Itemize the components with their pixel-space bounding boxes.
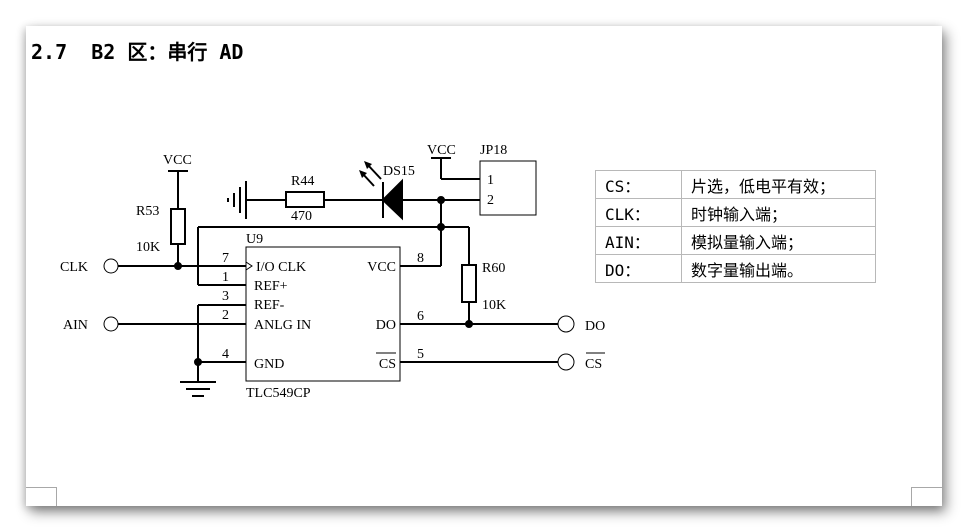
pin-name: REF-: [254, 298, 285, 313]
chip-part-number: TLC549CP: [246, 386, 311, 401]
pin-number: 1: [222, 270, 229, 285]
pin-name: REF+: [254, 279, 288, 294]
jp18-pin2: 2: [487, 193, 494, 208]
port-clk-label: CLK: [60, 260, 88, 275]
table-row: AIN： 模拟量输入端；: [595, 226, 876, 255]
signal-cell: DO：: [595, 254, 682, 283]
pin-name: ANLG IN: [254, 318, 311, 333]
clock-input-marker: [245, 261, 253, 271]
r53-value: 10K: [136, 240, 160, 255]
vcc-label-left: VCC: [163, 153, 192, 168]
signal-cell: CLK：: [595, 198, 682, 227]
chip-designator: U9: [246, 232, 263, 247]
resistor-r60: [461, 264, 477, 303]
description-cell: 片选，低电平有效；: [681, 170, 876, 199]
pin-number: 3: [222, 289, 229, 304]
table-row: CLK： 时钟输入端；: [595, 198, 876, 227]
port-cs: [557, 353, 575, 371]
signal-cell: CS：: [595, 170, 682, 199]
ground-symbol: [180, 381, 216, 397]
pin-number: 7: [222, 251, 229, 266]
pin-name: VCC: [367, 260, 396, 275]
signal-cell: AIN：: [595, 226, 682, 255]
junction-dot: [465, 320, 473, 328]
vcc-symbol-left: [168, 170, 188, 209]
pin-number: 5: [417, 347, 424, 362]
pin-description-table: CS： 片选，低电平有效； CLK： 时钟输入端； AIN： 模拟量输入端； D…: [595, 170, 876, 283]
table-row: CS： 片选，低电平有效；: [595, 170, 876, 199]
ds15-designator: DS15: [383, 164, 415, 179]
pin-name: GND: [254, 357, 284, 372]
chip-u9: [245, 246, 401, 382]
vcc-symbol-right: [431, 157, 480, 180]
jp18-designator: JP18: [480, 143, 507, 158]
junction-dot: [194, 358, 202, 366]
pin-name: DO: [376, 318, 396, 333]
section-heading: 2.7 B2 区：串行 AD: [31, 40, 244, 64]
jumper-jp18: [479, 160, 537, 216]
r60-designator: R60: [482, 261, 505, 276]
jp18-pin1: 1: [487, 173, 494, 188]
description-cell: 数字量输出端。: [681, 254, 876, 283]
port-cs-label: CS: [585, 357, 602, 372]
pin-number: 6: [417, 309, 424, 324]
resistor-r53: [170, 208, 186, 245]
junction-dot: [174, 262, 182, 270]
port-do-label: DO: [585, 319, 605, 334]
pin-number: 2: [222, 308, 229, 323]
ground-symbol-rotated: [227, 181, 286, 219]
led-ds15: [359, 161, 471, 221]
r53-designator: R53: [136, 204, 159, 219]
vcc-label-right: VCC: [427, 143, 456, 158]
page-corner-mark-bottom-right: [911, 487, 942, 506]
r60-value: 10K: [482, 298, 506, 313]
pin-number: 8: [417, 251, 424, 266]
table-row: DO： 数字量输出端。: [595, 254, 876, 283]
description-cell: 时钟输入端；: [681, 198, 876, 227]
resistor-r44: [285, 191, 325, 208]
port-ain: [103, 316, 119, 332]
port-do: [557, 315, 575, 333]
port-clk: [103, 258, 119, 274]
pin-number: 4: [222, 347, 229, 362]
r44-designator: R44: [291, 174, 314, 189]
description-cell: 模拟量输入端；: [681, 226, 876, 255]
r44-value: 470: [291, 209, 312, 224]
pin-name: CS: [379, 357, 396, 372]
pin-name: I/O CLK: [256, 260, 306, 275]
page-corner-mark-bottom-left: [26, 487, 57, 506]
port-ain-label: AIN: [63, 318, 88, 333]
